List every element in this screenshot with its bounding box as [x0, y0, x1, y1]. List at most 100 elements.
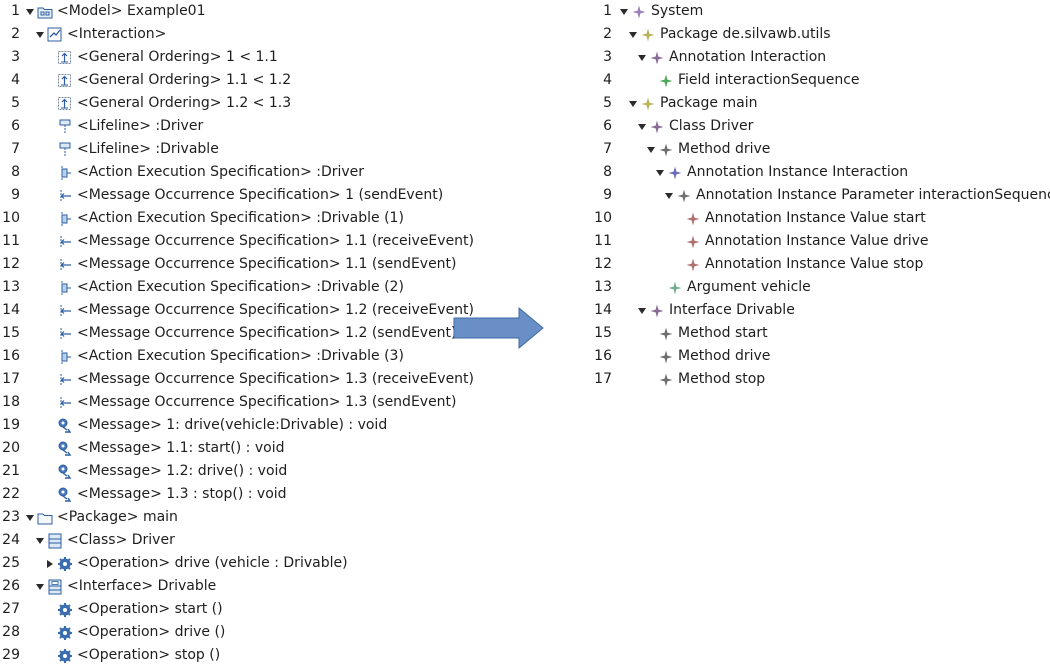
tree-row[interactable]: 18<Message Occurrence Specification> 1.3… [0, 391, 456, 414]
tree-row[interactable]: 3<General Ordering> 1 < 1.1 [0, 46, 450, 69]
sparkle-icon [649, 50, 665, 66]
collapse-toggle-icon[interactable] [44, 552, 56, 575]
tree-row[interactable]: 6<Lifeline> :Driver [0, 115, 450, 138]
tree-row[interactable]: 26<Interface> Drivable [0, 575, 450, 598]
tree-row[interactable]: 7<Lifeline> :Drivable [0, 138, 450, 161]
tree-spacer [44, 230, 56, 253]
expand-toggle-icon[interactable] [636, 299, 648, 322]
tree-row[interactable]: 22<Message> 1.3 : stop() : void [0, 483, 450, 506]
line-number: 4 [603, 72, 612, 88]
expand-toggle-icon[interactable] [24, 0, 36, 23]
tree-row[interactable]: 23<Package> main [0, 506, 450, 529]
tree-row[interactable]: 25<Operation> drive (vehicle : Drivable) [0, 552, 450, 575]
tree-spacer [44, 460, 56, 483]
tree-row[interactable]: 12 Annotation Instance Value stop [594, 253, 1050, 276]
sparkle-icon [658, 73, 674, 89]
expand-toggle-icon[interactable] [654, 161, 666, 184]
tree-item-label: Argument vehicle [687, 279, 811, 295]
tree-row[interactable]: 21<Message> 1.2: drive() : void [0, 460, 450, 483]
tree-row[interactable]: 11<Message Occurrence Specification> 1.1… [0, 230, 474, 253]
general-ordering-icon [57, 50, 73, 66]
tree-spacer [44, 483, 56, 506]
operation-icon [57, 625, 73, 641]
package-icon [37, 510, 53, 526]
expand-toggle-icon[interactable] [34, 529, 46, 552]
sparkle-icon [685, 257, 701, 273]
line-number: 17 [594, 371, 612, 387]
tree-row[interactable]: 5<General Ordering> 1.2 < 1.3 [0, 92, 450, 115]
line-number: 12 [594, 256, 612, 272]
tree-item-label: Package de.silvawb.utils [660, 26, 831, 42]
tree-row[interactable]: 14<Message Occurrence Specification> 1.2… [0, 299, 474, 322]
expand-toggle-icon[interactable] [627, 92, 639, 115]
tree-item-label: Annotation Instance Value stop [705, 256, 924, 272]
tree-row[interactable]: 17<Message Occurrence Specification> 1.3… [0, 368, 474, 391]
expand-toggle-icon[interactable] [636, 46, 648, 69]
message-occurrence-icon [57, 326, 73, 342]
tree-row[interactable]: 15<Message Occurrence Specification> 1.2… [0, 322, 456, 345]
expand-toggle-icon[interactable] [636, 115, 648, 138]
tree-item-label: Package main [660, 95, 758, 111]
line-number: 4 [11, 72, 20, 88]
expand-toggle-icon[interactable] [663, 184, 675, 207]
sparkle-icon [631, 4, 647, 20]
general-ordering-icon [57, 73, 73, 89]
tree-item-label: <Message Occurrence Specification> 1.1 (… [77, 256, 457, 272]
tree-item-label: <General Ordering> 1.2 < 1.3 [77, 95, 292, 111]
tree-row[interactable]: 24<Class> Driver [0, 529, 450, 552]
tree-row[interactable]: 1<Model> Example01 [0, 0, 450, 23]
sparkle-icon [640, 27, 656, 43]
expand-toggle-icon[interactable] [34, 23, 46, 46]
tree-row[interactable]: 2<Interaction> [0, 23, 450, 46]
sparkle-icon [658, 326, 674, 342]
tree-row[interactable]: 19<Message> 1: drive(vehicle:Drivable) :… [0, 414, 450, 437]
line-number: 12 [2, 256, 20, 272]
expand-toggle-icon[interactable] [645, 138, 657, 161]
tree-row[interactable]: 13<Action Execution Specification> :Driv… [0, 276, 450, 299]
tree-row[interactable]: 29<Operation> stop () [0, 644, 450, 667]
tree-spacer [44, 598, 56, 621]
sparkle-icon [640, 96, 656, 112]
tree-row[interactable]: 4<General Ordering> 1.1 < 1.2 [0, 69, 450, 92]
message-icon [57, 464, 73, 480]
tree-spacer [645, 368, 657, 391]
line-number: 16 [2, 348, 20, 364]
expand-toggle-icon[interactable] [34, 575, 46, 598]
tree-row[interactable]: 27<Operation> start () [0, 598, 450, 621]
message-icon [57, 418, 73, 434]
tree-row[interactable]: 8<Action Execution Specification> :Drive… [0, 161, 450, 184]
expand-toggle-icon[interactable] [24, 506, 36, 529]
tree-spacer [44, 276, 56, 299]
tree-spacer [44, 253, 56, 276]
tree-row[interactable]: 16<Action Execution Specification> :Driv… [0, 345, 450, 368]
lifeline-icon [57, 142, 73, 158]
tree-row[interactable]: 12 <Message Occurrence Specification> 1.1… [0, 253, 456, 276]
tree-spacer [44, 115, 56, 138]
tree-row[interactable]: 20<Message> 1.1: start() : void [0, 437, 450, 460]
line-number: 16 [594, 348, 612, 364]
tree-row[interactable]: 28<Operation> drive () [0, 621, 450, 644]
tree-row[interactable]: 10<Action Execution Specification> :Driv… [0, 207, 450, 230]
line-number: 6 [11, 118, 20, 134]
sparkle-icon [667, 165, 683, 181]
tree-row[interactable]: 9<Message Occurrence Specification> 1 (s… [0, 184, 450, 207]
line-number: 13 [2, 279, 20, 295]
expand-toggle-icon[interactable] [627, 23, 639, 46]
expand-toggle-icon[interactable] [618, 0, 630, 23]
